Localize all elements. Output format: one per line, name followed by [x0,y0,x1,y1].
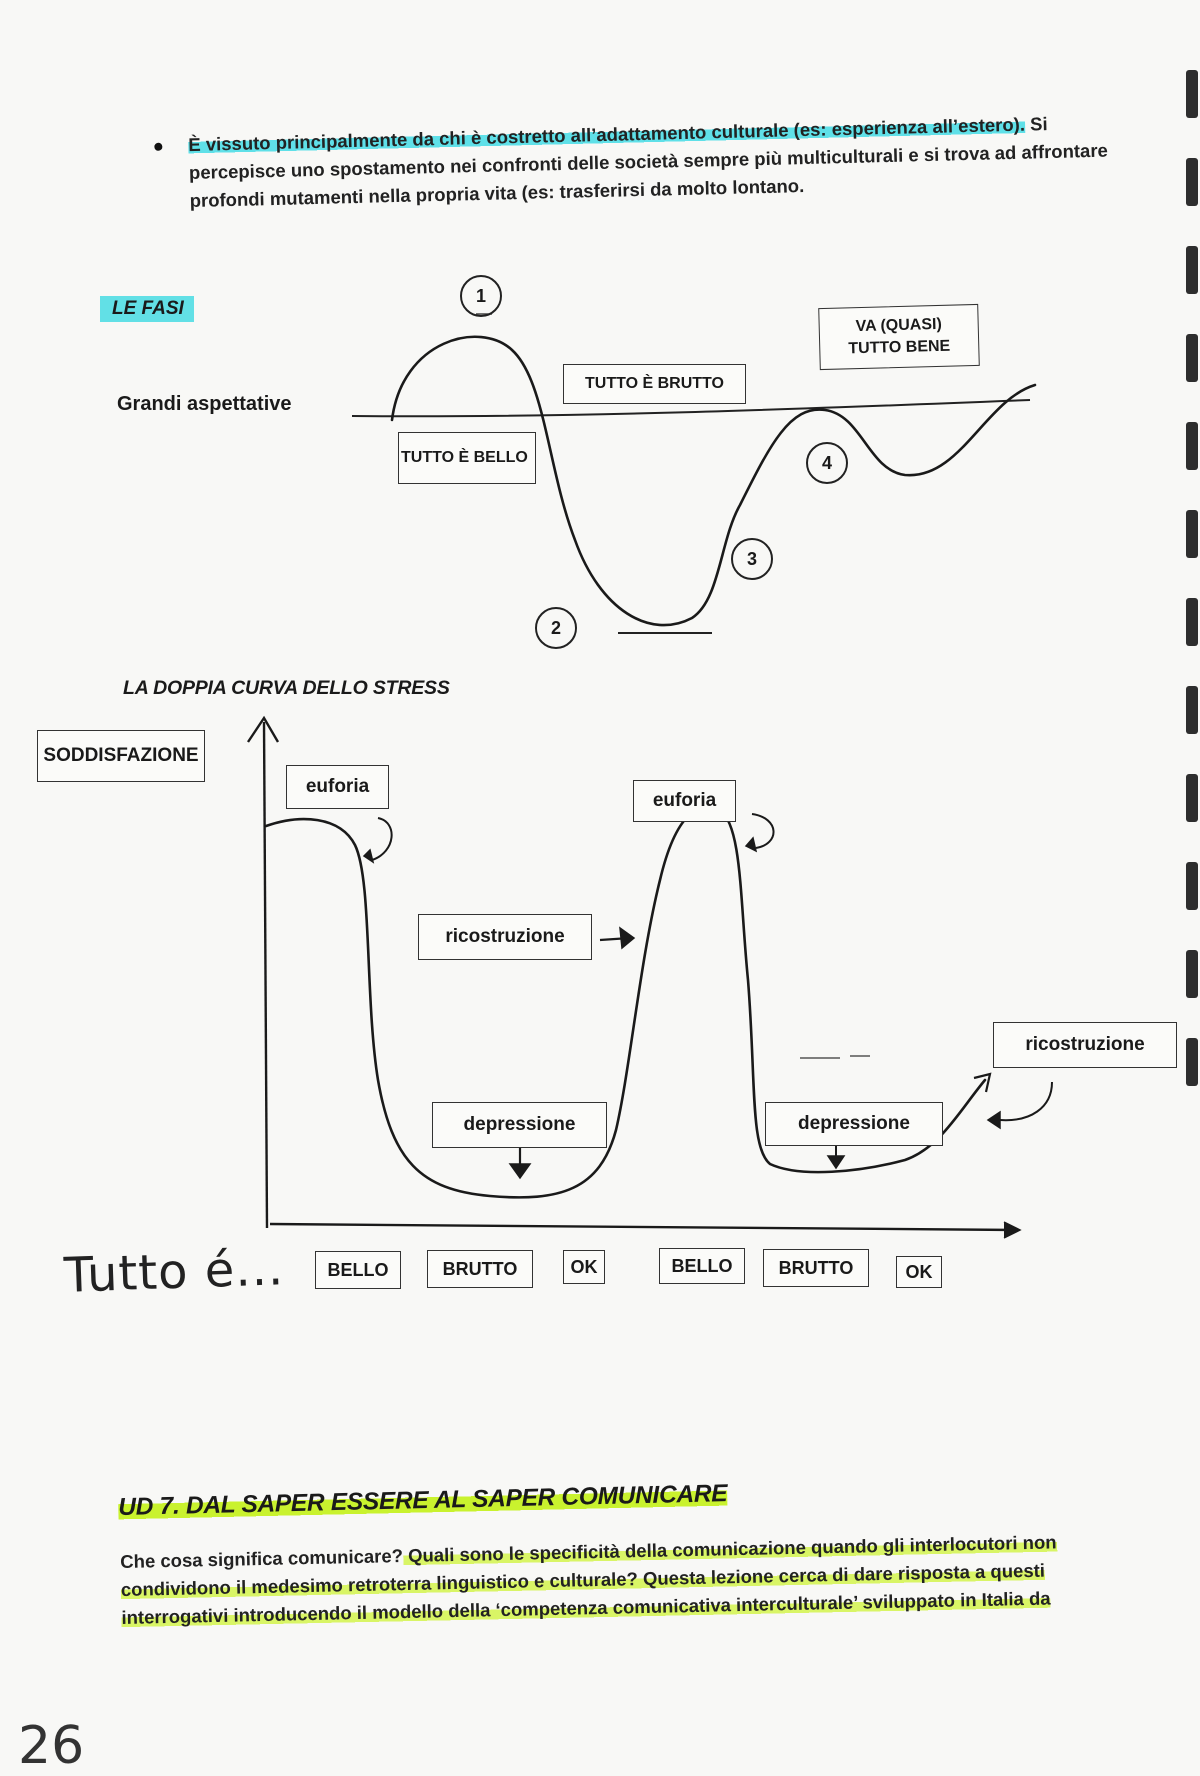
euforia-1-arrowhead [362,848,375,864]
grandi-aspettative-label: Grandi aspettative [117,393,292,415]
euforia-2-curl-arrow [751,813,775,849]
y-axis-label-soddisfazione: SODDISFAZIONE [37,730,205,782]
label-euforia-2: euforia [633,780,736,822]
euforia-1-curl-arrow [371,817,393,861]
stress-y-axis [262,721,269,1229]
phase-circle-1: 1 [460,275,502,317]
x-category-brutto-1: BRUTTO [427,1250,533,1288]
x-category-brutto-2: BRUTTO [763,1249,869,1287]
label-euforia-1: euforia [286,765,389,809]
fasi-baseline [351,399,1031,418]
x-category-ok-2: OK [896,1256,942,1288]
x-category-ok-1: OK [563,1250,605,1284]
phase-circle-3: 3 [731,538,773,580]
stress-chart-title: LA DOPPIA CURVA DELLO STRESS [123,677,450,699]
stress-x-axis [269,1222,1019,1232]
box-va-quasi-tutto-bene: VA (QUASI) TUTTO BENE [818,303,980,371]
ricostruzione-2-up-arrowhead [973,1072,992,1093]
handwritten-tutto-e: Tutto é... [63,1240,285,1304]
x-category-bello-1: BELLO [315,1251,401,1289]
euforia-2-arrowhead [744,836,758,853]
label-depressione-1: depressione [432,1102,607,1148]
depressione-1-arrowhead [508,1163,532,1180]
label-depressione-2: depressione [765,1102,943,1146]
stress-x-arrowhead [1003,1221,1022,1239]
stress-y-arrowhead [247,715,280,743]
label-ricostruzione-1: ricostruzione [418,914,592,960]
le-fasi-title: LE FASI [100,296,194,322]
page-number: 26 [18,1716,85,1776]
x-category-bello-2: BELLO [659,1248,745,1284]
depressione-2-arrowhead [826,1155,846,1170]
spiral-binding [1182,0,1200,1757]
ricostruzione-2-curl-arrowhead [986,1110,1001,1130]
fasi-curve [390,335,1037,627]
stress-double-curve [264,805,987,1199]
box-tutto-e-brutto: TUTTO È BRUTTO [563,364,746,404]
box-tutto-e-bello: TUTTO È BELLO [398,432,536,484]
phase-circle-4: 4 [806,442,848,484]
ricostruzione-1-arrowhead [619,926,636,950]
pencil-dash-1 [800,1055,870,1059]
phase-circle-2: 2 [535,607,577,649]
ud7-body-start: Che cosa significa comunicare? [120,1545,404,1572]
ricostruzione-2-curl-arrow [999,1081,1053,1122]
label-ricostruzione-2: ricostruzione [993,1022,1177,1068]
ud7-body-highlight: Quali sono le specificità della comunica… [120,1531,1057,1628]
